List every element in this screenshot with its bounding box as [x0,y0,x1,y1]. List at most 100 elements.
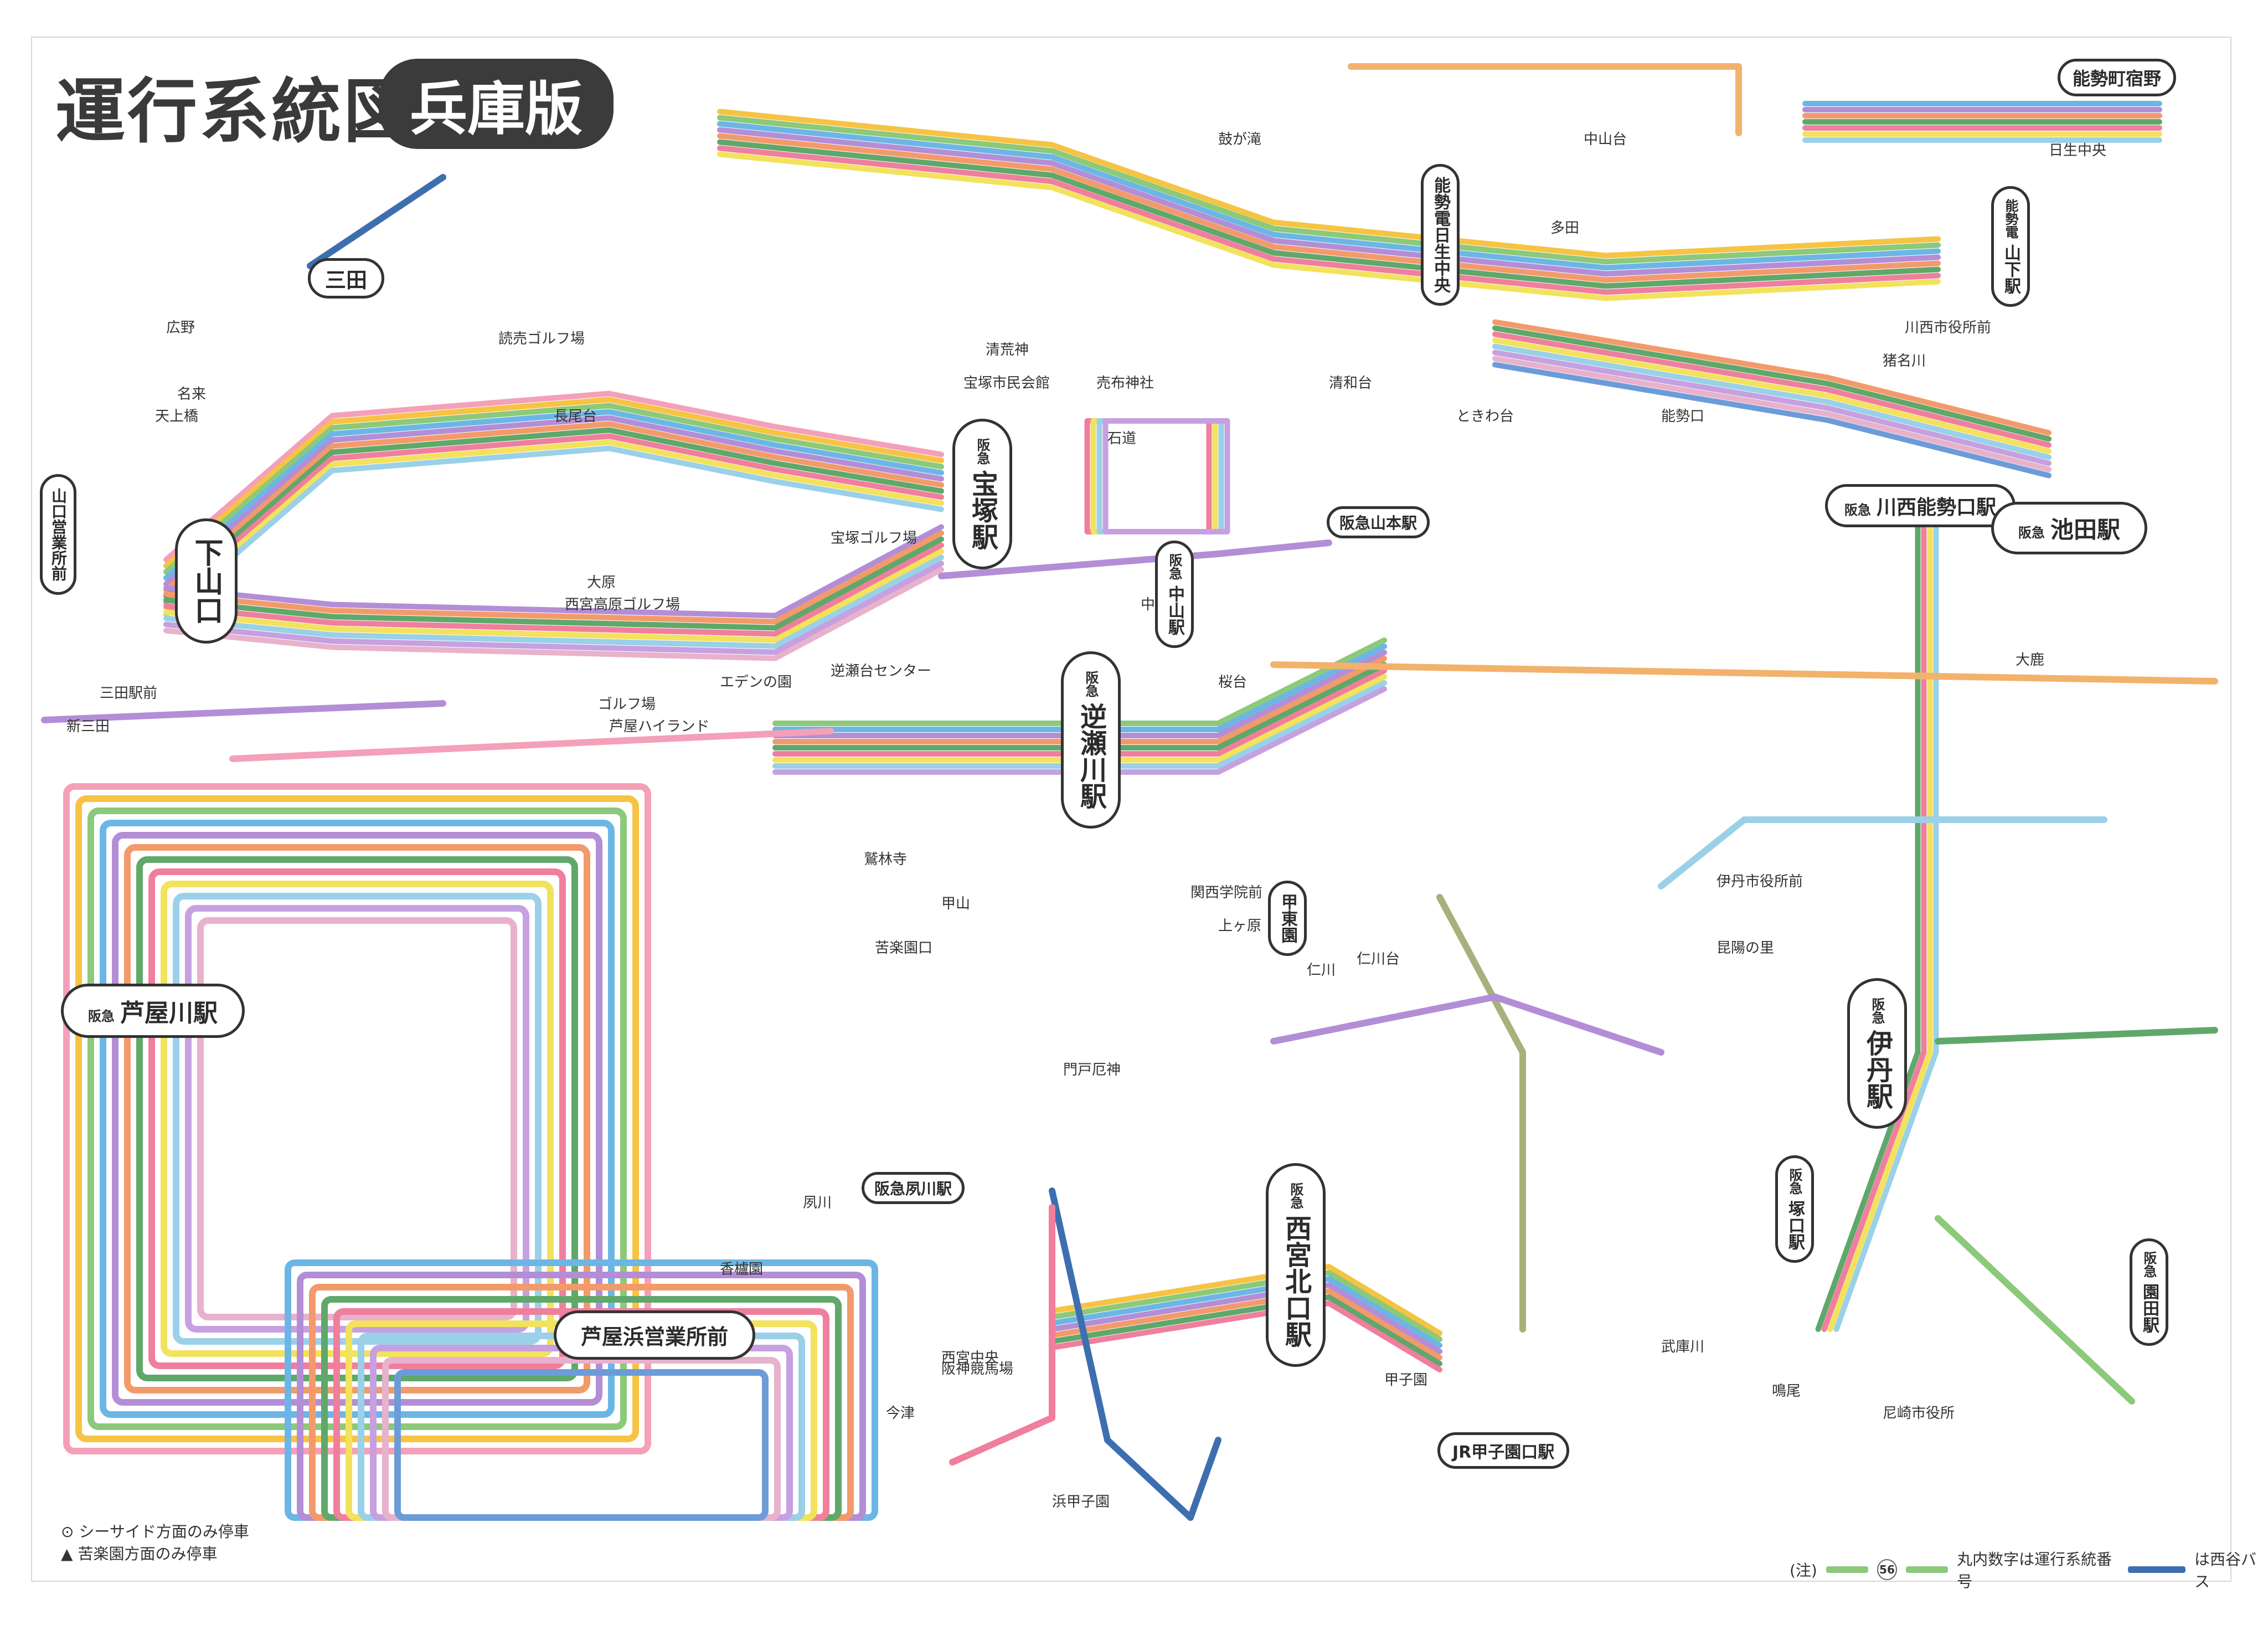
station-name: 園田駅 [2140,1283,2159,1333]
place-label: 三田駅前 [100,685,157,702]
place-label: 読売ゴルフ場 [498,331,585,347]
place-label: 今津 [886,1405,915,1422]
station-name: 池田駅 [2050,516,2121,543]
itami-trunk-line-4 [1833,496,1939,1332]
nishinomiya-line-2 [1049,1270,1442,1342]
station-prefix: 阪急 [2018,525,2045,541]
place-label: 苦楽園口 [875,940,932,957]
station-koto[interactable]: 甲東園 [1268,881,1307,956]
place-label: 桜台 [1218,674,1247,691]
takarazuka-south-line-4 [163,542,944,637]
ashiyagawa-loop-5 [112,832,602,1406]
place-label: ゴルフ場 [598,696,656,713]
place-label: 大原 [587,574,616,591]
nigawa-line-2 [772,644,1387,732]
takarazuka-north-line-7 [163,427,944,599]
station-name: 塚口駅 [1785,1200,1805,1250]
nose-corridor-line-2 [717,115,1941,265]
place-label: 売布神社 [1096,375,1154,392]
station-sonoda[interactable]: 阪急園田駅 [2130,1238,2168,1346]
route-line-5 [1049,1187,1221,1521]
takarazuka-north-line-3 [163,403,944,575]
station-ikeda[interactable]: 阪急池田駅 [1991,502,2148,554]
station-name: 阪急夙川駅 [874,1180,952,1198]
ashiyagawa-loop-10 [173,893,542,1345]
station-name: 西宮北口駅 [1280,1215,1311,1348]
station-tsukaguchi[interactable]: 阪急塚口駅 [1775,1155,1814,1263]
place-label: 逆瀬台センター [831,663,931,680]
station-prefix: 能勢電 [2003,199,2018,239]
ashiyagawa-loop-7 [136,856,578,1381]
takarazuka-north-line-5 [163,415,944,587]
route-line-11 [1935,1215,2135,1405]
place-label: 香櫨園 [720,1261,763,1278]
station-kawanishinoseguchi[interactable]: 阪急川西能勢口駅 [1825,484,2016,527]
station-name: 伊丹駅 [1862,1030,1893,1109]
place-label: 能勢口 [1661,408,1704,425]
ashiyagawa-loop-11 [185,905,529,1333]
place-label: 昆陽の里 [1717,940,1774,957]
place-label: 大鹿 [2016,652,2044,668]
station-name: 阪急山本駅 [1339,514,1418,532]
station-name: 芦屋川駅 [120,999,218,1027]
station-name: 三田 [325,268,368,292]
route-swatch [1826,1566,1868,1573]
place-label: 鷲林寺 [864,851,907,868]
nishinomiya-line-6 [1049,1294,1442,1366]
takarazuka-south-line-2 [163,530,944,625]
station-nakayama[interactable]: 阪急中山駅 [1155,541,1194,648]
takarazuka-south-line-3 [163,536,944,631]
takarazuka-south-line-6 [163,554,944,649]
station-nishinomiyakitaguchi[interactable]: 阪急西宮北口駅 [1266,1163,1326,1367]
takarazuka-south-line-5 [163,548,944,643]
ashiyagawa-loop-3 [87,808,627,1430]
station-name: 能勢電日生中央 [1431,177,1450,293]
route-number-sample: 56 [1877,1559,1898,1580]
nishinomiya-line-4 [1049,1282,1442,1354]
station-shimoyamaguchi[interactable]: 下山口 [175,518,238,644]
station-sanda[interactable]: 三田 [308,258,385,299]
nigawa-line-4 [772,656,1387,744]
station-nosedenhinaka[interactable]: 能勢電日生中央 [1421,164,1460,306]
station-itami[interactable]: 阪急伊丹駅 [1847,978,1907,1129]
route-line-8 [1658,816,2107,889]
nishinomiya-line-7 [1049,1300,1442,1372]
nigawa-line-9 [772,686,1387,775]
ashiyagawa-loop-2 [75,795,639,1442]
station-yamashita[interactable]: 能勢電山下駅 [1991,186,2030,307]
station-nigawa[interactable]: 阪急逆瀬川駅 [1061,651,1121,829]
station-koshien[interactable]: JR甲子園口駅 [1437,1432,1570,1469]
station-name: 山下駅 [2001,244,2020,294]
takarazuka-north-line-2 [163,397,944,569]
station-nosemachi[interactable]: 能勢町宿野 [2058,59,2177,96]
station-name: 中山駅 [1165,585,1184,635]
place-label: 長尾台 [554,408,597,425]
route-line-4 [1935,1027,2218,1045]
nigawa-line-6 [772,668,1387,757]
takarazuka-north-line-4 [163,409,944,581]
station-shukugawa[interactable]: 阪急夙川駅 [862,1172,965,1204]
station-name: 川西能勢口駅 [1877,496,1997,519]
place-label: 仁川台 [1357,951,1400,968]
ashiyagawa-loop-8 [148,868,566,1369]
place-label: 武庫川 [1661,1339,1704,1355]
route-line-13 [229,728,834,762]
place-label: 阪神競馬場 [941,1361,1013,1377]
place-label: 西宮中央 [941,1350,999,1366]
station-prefix: 阪急 [1083,671,1099,697]
takarazuka-north-line-8 [163,433,944,605]
place-label: 清和台 [1329,375,1372,392]
nigawa-line-5 [772,662,1387,750]
station-yamaguchi-office[interactable]: 山口営業所前 [40,474,76,595]
kawanishi-ikeda-line-3 [1492,331,2051,448]
nishinomiya-line-3 [1049,1276,1442,1348]
station-ashiyagawa[interactable]: 阪急芦屋川駅 [61,984,245,1038]
route-line-3 [938,539,1332,579]
station-takarazuka[interactable]: 阪急宝塚駅 [952,419,1012,569]
station-ashiyahama[interactable]: 芦屋浜営業所前 [554,1310,756,1360]
ashiyagawa-loop-1 [63,783,651,1454]
place-label: 西宮高原ゴルフ場 [565,596,680,613]
station-yamamoto[interactable]: 阪急山本駅 [1327,506,1430,538]
